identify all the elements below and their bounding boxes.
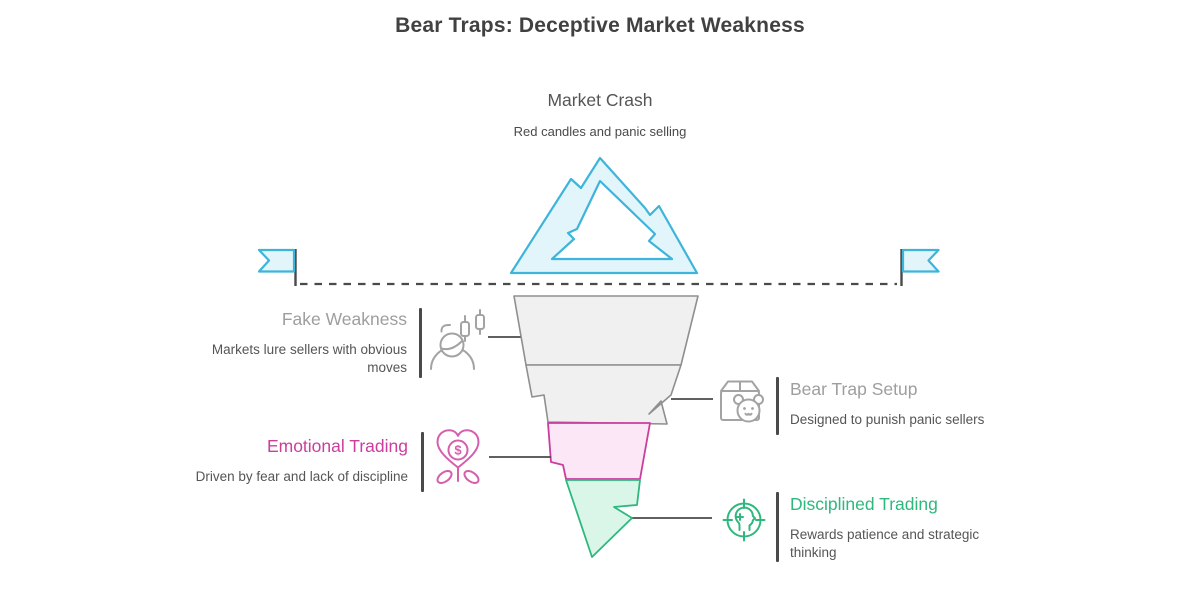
heart-dollar-icon: $: [436, 429, 480, 484]
divider-disciplined: [776, 492, 779, 562]
top-node-subtitle: Red candles and panic selling: [513, 124, 687, 139]
stage-label-emotional: Emotional Trading Driven by fear and lac…: [148, 436, 408, 486]
left-flag-icon: [257, 248, 297, 286]
funnel-band-fake-weakness: [513, 295, 699, 366]
divider-bear-trap: [776, 377, 779, 435]
funnel-band-disciplined: [565, 479, 641, 558]
stage-description: Rewards patience and strategic thinking: [790, 527, 980, 560]
divider-emotional: [421, 432, 424, 492]
stage-description: Designed to punish panic sellers: [790, 412, 985, 427]
stage-description: Markets lure sellers with obvious moves: [211, 342, 407, 375]
stage-title: Emotional Trading: [266, 436, 408, 456]
right-flag-icon: [900, 248, 940, 286]
top-node-title: Market Crash: [547, 90, 653, 110]
stage-label-bear-trap: Bear Trap Setup Designed to punish panic…: [790, 379, 1030, 429]
trader-chart-icon: [430, 309, 485, 370]
stage-description: Driven by fear and lack of discipline: [195, 469, 408, 484]
funnel-band-emotional: [547, 422, 651, 480]
dollar-glyph: $: [454, 443, 462, 458]
stage-title: Fake Weakness: [281, 309, 407, 329]
stage-label-disciplined: Disciplined Trading Rewards patience and…: [790, 494, 1005, 562]
target-head-icon: [722, 498, 766, 542]
divider-fake-weakness: [419, 308, 422, 378]
stage-title: Disciplined Trading: [790, 494, 938, 514]
top-node: Market Crash Red candles and panic selli…: [0, 90, 1200, 139]
funnel-band-bear-trap: [525, 364, 682, 425]
mountain-icon: [509, 156, 699, 275]
bear-package-icon: [720, 380, 764, 423]
page-title: Bear Traps: Deceptive Market Weakness: [395, 14, 805, 37]
stage-label-fake-weakness: Fake Weakness Markets lure sellers with …: [182, 309, 407, 377]
stage-title: Bear Trap Setup: [790, 379, 918, 399]
funnel: [513, 295, 699, 558]
